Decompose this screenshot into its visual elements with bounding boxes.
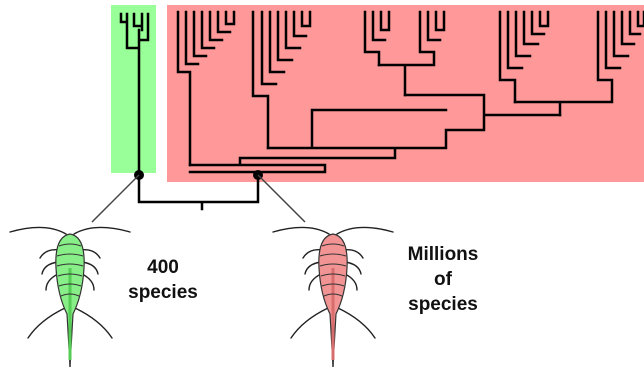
small-clade-label-line: 400 xyxy=(108,255,218,280)
large-clade-pointer xyxy=(258,175,305,222)
large-clade-label-line: of xyxy=(388,267,498,292)
small-clade-species-label: 400 species xyxy=(108,255,218,305)
large-clade-label-line: species xyxy=(388,292,498,317)
small-clade-pointer xyxy=(92,175,139,222)
small-clade-label-line: species xyxy=(108,280,218,305)
pink-insect-icon xyxy=(273,227,393,367)
large-clade-label-line: Millions xyxy=(388,242,498,267)
large-clade-species-label: Millions of species xyxy=(388,242,498,317)
